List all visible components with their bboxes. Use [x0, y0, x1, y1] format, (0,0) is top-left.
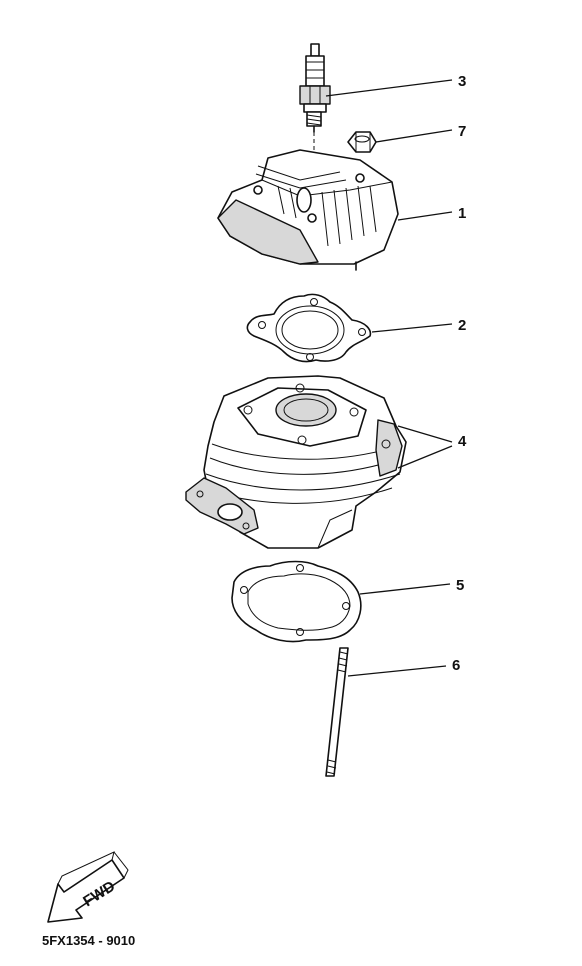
- base-gasket: [231, 560, 362, 643]
- callout-3: 3: [458, 73, 466, 90]
- part-code: 5FX1354 - 9010: [42, 933, 136, 948]
- cylinder-head: [217, 149, 399, 271]
- spark-plug: [299, 43, 331, 133]
- callout-1: 1: [458, 205, 466, 222]
- callout-4: 4: [458, 433, 467, 450]
- callout-5: 5: [456, 577, 464, 594]
- fwd-arrow-icon: FWD: [47, 851, 129, 923]
- callout-6: 6: [452, 657, 460, 674]
- cylinder-body: [185, 375, 407, 549]
- head-gasket: [246, 293, 372, 363]
- callout-7: 7: [458, 123, 466, 140]
- stud-bolt: [325, 647, 349, 777]
- callout-2: 2: [458, 317, 466, 334]
- cap-nut: [347, 131, 377, 153]
